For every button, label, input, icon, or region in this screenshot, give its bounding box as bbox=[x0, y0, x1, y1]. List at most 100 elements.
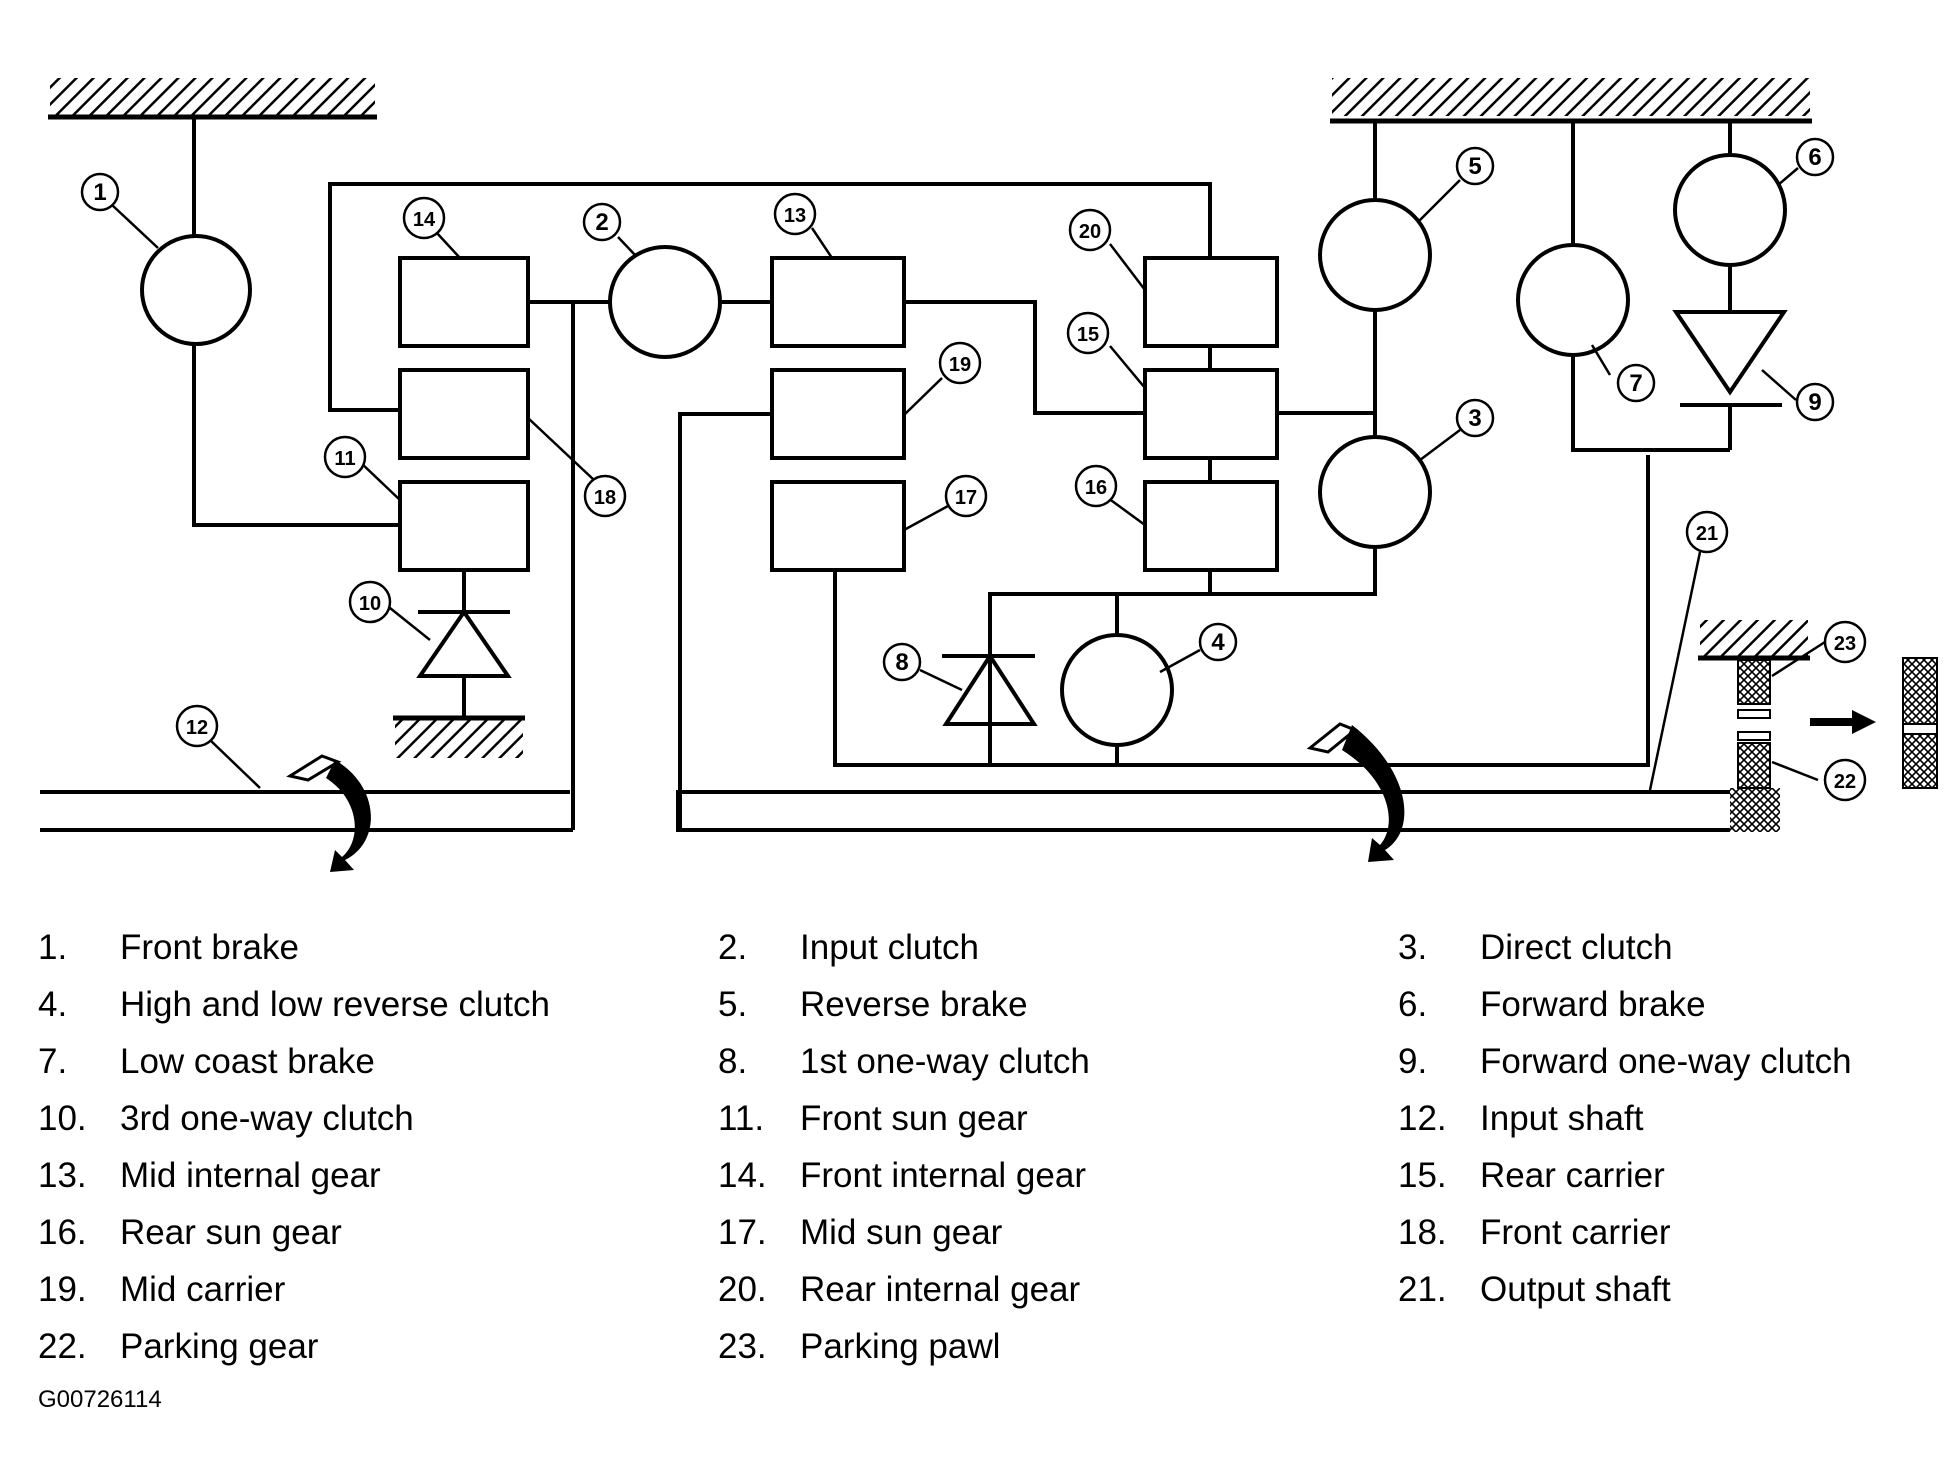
svg-text:3: 3 bbox=[1468, 405, 1481, 432]
legend-label: Mid sun gear bbox=[800, 1213, 1003, 1252]
engage-arrow-icon bbox=[1810, 710, 1876, 734]
svg-text:9: 9 bbox=[1808, 389, 1821, 416]
callout-5: 5 bbox=[1455, 146, 1495, 186]
svg-text:1: 1 bbox=[93, 179, 106, 206]
legend-number: 15. bbox=[1398, 1156, 1447, 1195]
housing-top-left bbox=[50, 78, 375, 116]
mid-sun-gear bbox=[770, 480, 906, 572]
callout-15: 15 bbox=[1066, 311, 1110, 355]
callout-21: 21 bbox=[1685, 510, 1729, 554]
legend-number: 12. bbox=[1398, 1099, 1447, 1138]
front-brake bbox=[140, 234, 252, 346]
callout-7: 7 bbox=[1616, 363, 1656, 403]
legend-label: Forward one-way clutch bbox=[1480, 1042, 1852, 1081]
forward-one-way-clutch bbox=[1672, 310, 1788, 396]
parking-gear-hub bbox=[1730, 788, 1780, 832]
svg-text:17: 17 bbox=[955, 487, 977, 509]
housing-parking bbox=[1700, 620, 1808, 656]
legend-label: 1st one-way clutch bbox=[800, 1042, 1090, 1081]
legend-number: 19. bbox=[38, 1270, 87, 1309]
legend-label: Rear internal gear bbox=[800, 1270, 1081, 1309]
legend-number: 4. bbox=[38, 985, 68, 1024]
callout-1: 1 bbox=[80, 172, 120, 212]
callout-22: 22 bbox=[1823, 758, 1867, 802]
svg-text:4: 4 bbox=[1211, 629, 1225, 656]
reverse-brake bbox=[1318, 198, 1432, 312]
legend-number: 6. bbox=[1398, 985, 1428, 1024]
svg-text:18: 18 bbox=[594, 487, 616, 509]
svg-text:12: 12 bbox=[186, 717, 208, 739]
legend-number: 11. bbox=[718, 1099, 765, 1138]
front-carrier bbox=[398, 368, 530, 460]
first-one-way-clutch bbox=[942, 652, 1038, 726]
svg-text:23: 23 bbox=[1834, 633, 1856, 655]
housing-bottom-left bbox=[395, 720, 523, 758]
front-sun-gear bbox=[398, 480, 530, 572]
svg-text:14: 14 bbox=[413, 209, 436, 231]
legend-label: Rear carrier bbox=[1480, 1156, 1665, 1195]
svg-text:16: 16 bbox=[1085, 477, 1107, 499]
callout-19: 19 bbox=[938, 341, 982, 385]
rear-carrier bbox=[1143, 368, 1279, 460]
legend-label: High and low reverse clutch bbox=[120, 985, 550, 1024]
callout-4: 4 bbox=[1198, 622, 1238, 662]
callout-10: 10 bbox=[348, 580, 392, 624]
legend-number: 10. bbox=[38, 1099, 87, 1138]
legend-label: Rear sun gear bbox=[120, 1213, 342, 1252]
forward-brake bbox=[1673, 153, 1787, 267]
low-coast-brake bbox=[1516, 243, 1630, 357]
input-clutch bbox=[608, 245, 722, 359]
legend-number: 16. bbox=[38, 1213, 87, 1252]
parking-gear-detail bbox=[1902, 733, 1938, 789]
svg-text:5: 5 bbox=[1468, 153, 1481, 180]
direct-clutch bbox=[1318, 435, 1432, 549]
svg-text:11: 11 bbox=[334, 448, 355, 470]
svg-text:15: 15 bbox=[1077, 324, 1099, 346]
legend-number: 8. bbox=[718, 1042, 748, 1081]
legend-number: 2. bbox=[718, 928, 748, 967]
legend-number: 23. bbox=[718, 1327, 767, 1366]
svg-text:21: 21 bbox=[1696, 523, 1718, 545]
third-one-way-clutch bbox=[416, 608, 512, 678]
legend-label: Input clutch bbox=[800, 928, 979, 967]
svg-text:10: 10 bbox=[359, 593, 381, 615]
callout-11: 11 bbox=[323, 435, 367, 479]
legend-label: Direct clutch bbox=[1480, 928, 1673, 967]
legend-number: 3. bbox=[1398, 928, 1428, 967]
callout-3: 3 bbox=[1455, 398, 1495, 438]
legend-label: Input shaft bbox=[1480, 1099, 1644, 1138]
legend-label: Reverse brake bbox=[800, 985, 1028, 1024]
figure-code: G00726114 bbox=[38, 1386, 162, 1413]
callout-13: 13 bbox=[773, 192, 817, 236]
rotation-arrow-icon bbox=[1306, 722, 1405, 862]
legend-label: Parking gear bbox=[120, 1327, 319, 1366]
legend-number: 7. bbox=[38, 1042, 68, 1081]
rotation-arrow-icon bbox=[286, 754, 371, 872]
legend-label: Parking pawl bbox=[800, 1327, 1001, 1366]
callout-16: 16 bbox=[1074, 464, 1118, 508]
mid-carrier bbox=[770, 368, 906, 460]
legend-label: 3rd one-way clutch bbox=[120, 1099, 414, 1138]
front-internal-gear bbox=[398, 256, 530, 348]
callout-8: 8 bbox=[882, 642, 922, 682]
legend-number: 1. bbox=[38, 928, 68, 967]
callout-6: 6 bbox=[1795, 137, 1835, 177]
legend-number: 9. bbox=[1398, 1042, 1428, 1081]
callout-14: 14 bbox=[402, 196, 446, 240]
svg-text:13: 13 bbox=[784, 205, 806, 227]
callout-12: 12 bbox=[175, 704, 219, 748]
legend-number: 17. bbox=[718, 1213, 767, 1252]
legend-label: Forward brake bbox=[1480, 985, 1706, 1024]
legend-label: Low coast brake bbox=[120, 1042, 375, 1081]
legend-label: Front sun gear bbox=[800, 1099, 1028, 1138]
callout-17: 17 bbox=[944, 474, 988, 518]
legend-number: 13. bbox=[38, 1156, 87, 1195]
legend-label: Mid carrier bbox=[120, 1270, 286, 1309]
housing-top-right bbox=[1332, 78, 1810, 116]
legend-label: Mid internal gear bbox=[120, 1156, 381, 1195]
high-low-reverse-clutch bbox=[1060, 633, 1174, 747]
legend-number: 18. bbox=[1398, 1213, 1447, 1252]
legend-number: 21. bbox=[1398, 1270, 1447, 1309]
svg-text:19: 19 bbox=[949, 354, 971, 376]
